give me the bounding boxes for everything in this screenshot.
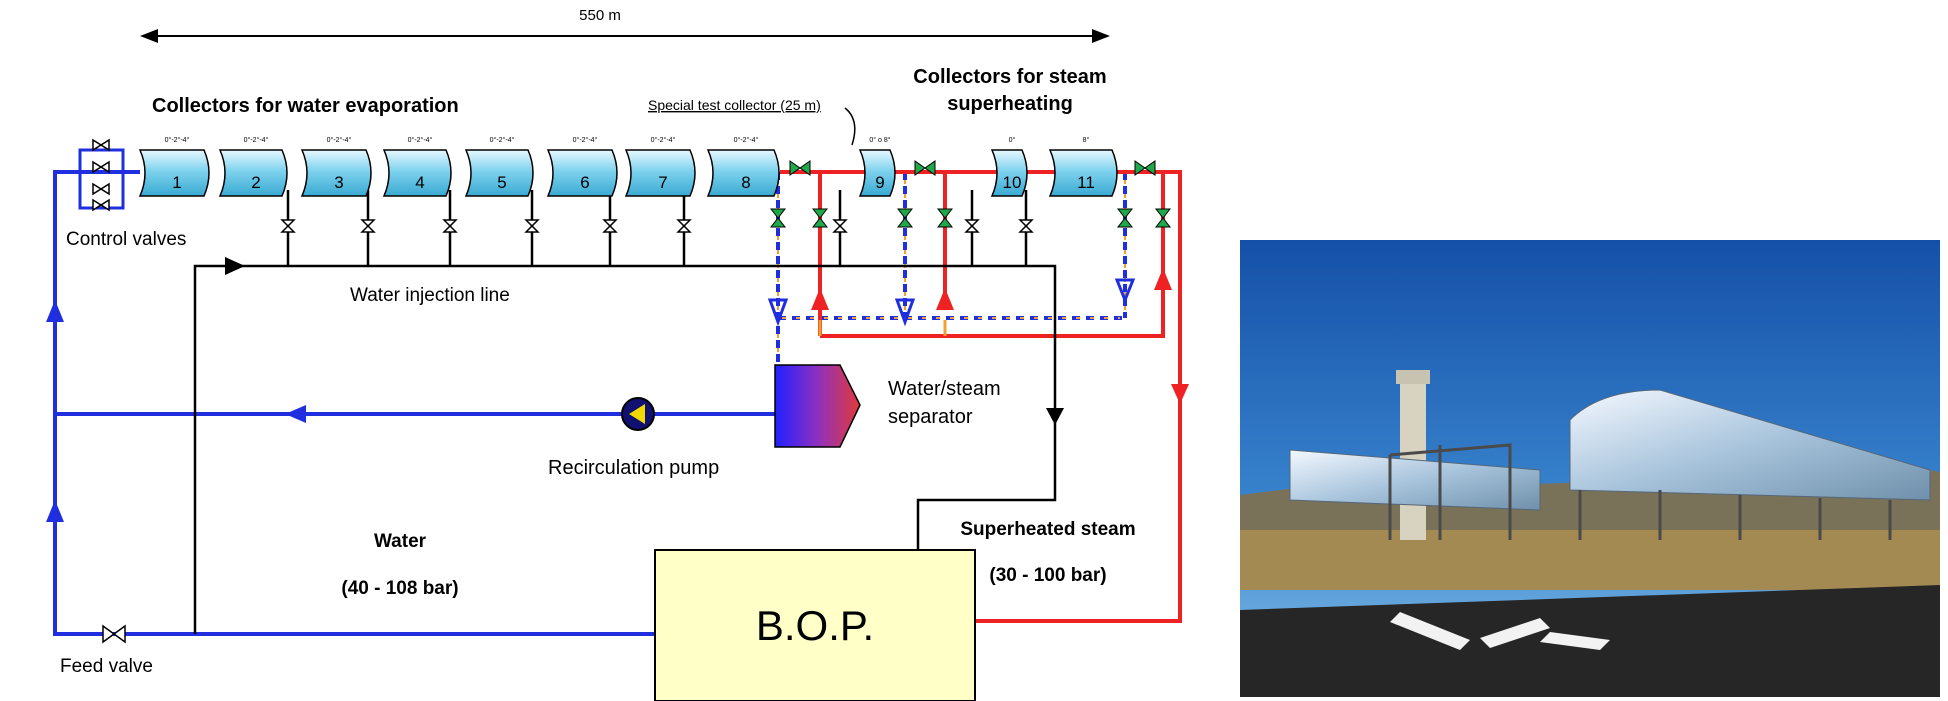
collector-angles: 0°-2°-4° — [490, 136, 515, 144]
collector-angles: 0° o 8° — [869, 136, 890, 144]
green-valve — [936, 208, 954, 228]
control-valves-label: Control valves — [66, 229, 186, 250]
heading-superheating-line2: superheating — [947, 93, 1073, 115]
orange-connectors — [818, 320, 947, 336]
injection-valve — [676, 219, 692, 233]
green-valve — [789, 160, 811, 176]
injection-valve — [1018, 219, 1034, 233]
injection-valves — [280, 219, 1034, 233]
injection-valve — [280, 219, 296, 233]
superheated-steam-label: Superheated steam — [960, 519, 1135, 540]
injection-valve — [360, 219, 376, 233]
water-pressure-label: (40 - 108 bar) — [341, 578, 458, 599]
collector-7: 7 0°-2°-4° — [624, 136, 696, 197]
collector-9: 9 0° o 8° — [858, 136, 896, 197]
collector-angles: 0°-2°-4° — [244, 136, 269, 144]
water-label: Water — [374, 531, 427, 552]
injection-valve — [964, 219, 980, 233]
collector-5: 5 0°-2°-4° — [464, 136, 534, 197]
green-valve — [1134, 160, 1156, 176]
green-valve — [896, 208, 914, 228]
collector-number: 9 — [875, 173, 884, 192]
heading-superheating-line1: Collectors for steam — [913, 66, 1106, 88]
green-valve — [1154, 208, 1172, 228]
green-valve — [914, 160, 936, 176]
green-valve — [811, 208, 829, 228]
mixed-flow-overlay — [777, 180, 1126, 360]
collector-angles: 0°-2°-4° — [734, 136, 759, 144]
separator-label-line2: separator — [888, 406, 973, 428]
collector-angles: 0° — [1009, 136, 1016, 144]
injection-arrow — [225, 257, 245, 275]
bop-label: B.O.P. — [756, 602, 874, 649]
collector-angles: 8° — [1083, 136, 1090, 144]
water-steam-separator — [774, 364, 861, 448]
water-injection-line-label: Water injection line — [350, 285, 510, 306]
collector-1: 1 0°-2°-4° — [138, 136, 210, 197]
distance-label: 550 m — [579, 7, 621, 24]
green-valve — [1116, 208, 1134, 228]
collector-number: 10 — [1003, 173, 1022, 192]
separator-down-arrow — [1046, 408, 1064, 425]
collector-number: 1 — [172, 173, 181, 192]
steam-flow-arrows — [811, 268, 1189, 404]
distance-dimension: 550 m — [140, 7, 1110, 43]
collector-angles: 0°-2°-4° — [573, 136, 598, 144]
collector-angles: 0°-2°-4° — [165, 136, 190, 144]
collector-angles: 0°-2°-4° — [651, 136, 676, 144]
collector-11: 11 8° — [1048, 136, 1118, 197]
collector-number: 2 — [251, 173, 260, 192]
green-valves — [769, 160, 1172, 228]
collector-3: 3 0°-2°-4° — [300, 136, 372, 197]
road-marking — [1390, 612, 1610, 650]
injection-valve — [832, 219, 848, 233]
separator-label-line1: Water/steam — [888, 378, 1001, 400]
collector-6: 6 0°-2°-4° — [546, 136, 618, 197]
collector-8: 8 0°-2°-4° — [706, 136, 780, 197]
recirculation-pump — [621, 397, 655, 431]
collector-number: 6 — [580, 173, 589, 192]
dsg-loop-diagram: 550 m Collectors for water evaporation C… — [46, 7, 1189, 701]
collector-2: 2 0°-2°-4° — [218, 136, 288, 197]
recirculation-pump-label: Recirculation pump — [548, 457, 719, 479]
water-flow-arrows — [46, 278, 1136, 522]
green-valve — [769, 208, 787, 228]
collector-number: 3 — [334, 173, 343, 192]
heading-evaporation: Collectors for water evaporation — [152, 95, 459, 117]
bop-box — [654, 549, 976, 701]
injection-valve — [442, 219, 458, 233]
collector-row: 1 0°-2°-4° 2 0°-2°-4° 3 0°-2°-4° 4 0°-2°-4° 5 0°-… — [138, 136, 1118, 197]
collector-number: 8 — [741, 173, 750, 192]
feed-valve-label: Feed valve — [60, 656, 153, 677]
collector-number: 5 — [497, 173, 506, 192]
collector-4: 4 0°-2°-4° — [382, 136, 452, 197]
control-valves — [92, 138, 110, 212]
injection-valve — [602, 219, 618, 233]
collector-number: 7 — [658, 173, 667, 192]
plant-photo — [1240, 240, 1940, 697]
steam-pressure-label: (30 - 100 bar) — [989, 565, 1106, 586]
special-test-collector-label: Special test collector (25 m) — [648, 97, 821, 113]
feed-valve — [102, 624, 126, 644]
special-test-pointer — [844, 107, 856, 146]
collector-10: 10 0° — [990, 136, 1028, 197]
collector-angles: 0°-2°-4° — [327, 136, 352, 144]
collector-number: 11 — [1077, 173, 1095, 192]
injection-valve — [524, 219, 540, 233]
collector-number: 4 — [415, 173, 424, 192]
collector-angles: 0°-2°-4° — [408, 136, 433, 144]
